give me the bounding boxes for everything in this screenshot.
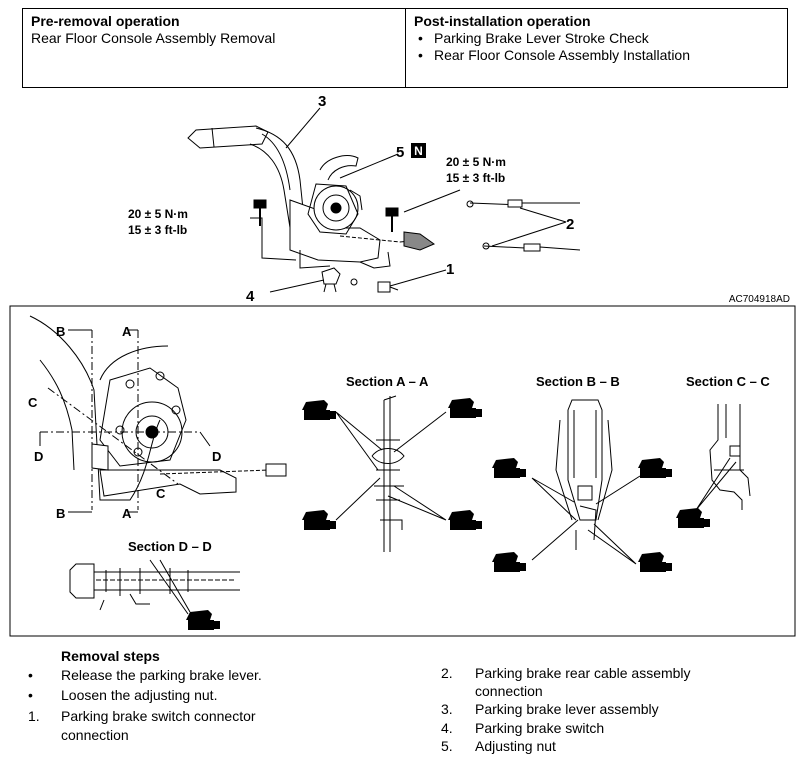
step-text: Parking brake lever assembly	[475, 701, 659, 717]
callout-1: 1	[446, 261, 454, 278]
cut-label-c-left: C	[28, 395, 38, 410]
step-text-cont: connection	[61, 727, 129, 743]
grease-icon	[638, 458, 672, 478]
figure-id: AC704918AD	[729, 294, 790, 305]
step-marker: 4.	[441, 720, 453, 736]
torque-right-ftlb: 15 ± 3 ft-lb	[446, 171, 505, 185]
grease-icon	[448, 510, 482, 530]
cut-label-c-right: C	[156, 486, 166, 501]
post-installation-title: Post-installation operation	[414, 13, 591, 29]
post-item: Parking Brake Lever Stroke Check	[418, 30, 779, 47]
callout-4: 4	[246, 288, 255, 305]
pre-removal-text: Rear Floor Console Assembly Removal	[31, 30, 276, 46]
cut-view	[29, 315, 287, 513]
step-text: Loosen the adjusting nut.	[61, 687, 218, 703]
cut-label-a-top: A	[122, 324, 132, 339]
section-bb-title: Section B – B	[536, 374, 620, 389]
section-cc-title: Section C – C	[686, 374, 770, 389]
step-marker: 3.	[441, 701, 453, 717]
pre-removal-cell: Pre-removal operation Rear Floor Console…	[23, 9, 406, 87]
callout-5: 5	[396, 144, 404, 161]
step-marker: 2.	[441, 665, 453, 681]
section-aa	[335, 395, 447, 552]
n-badge: N	[414, 144, 423, 158]
cut-label-a-bottom: A	[122, 506, 132, 521]
torque-left-nm: 20 ± 5 N·m	[128, 207, 188, 221]
grease-icon	[492, 458, 526, 478]
detail-frame	[9, 305, 796, 637]
callout-2: 2	[566, 216, 574, 233]
step-marker: 5.	[441, 738, 453, 754]
step-marker: 1.	[28, 708, 40, 724]
post-installation-cell: Post-installation operation Parking Brak…	[406, 9, 787, 87]
n-badge-box	[411, 143, 426, 158]
step-marker: •	[28, 687, 33, 703]
grease-icon	[186, 610, 220, 630]
cut-label-b-top: B	[56, 324, 65, 339]
section-bb	[531, 399, 641, 565]
grease-icon	[492, 552, 526, 572]
cut-label-d-right: D	[212, 449, 221, 464]
cut-label-b-bottom: B	[56, 506, 65, 521]
section-aa-title: Section A – A	[346, 374, 429, 389]
step-text: Parking brake switch connector	[61, 708, 256, 724]
post-item: Rear Floor Console Assembly Installation	[418, 47, 779, 64]
grease-icon	[638, 552, 672, 572]
step-text-cont: connection	[475, 683, 543, 699]
callout-3: 3	[318, 93, 326, 110]
removal-heading: Removal steps	[61, 648, 160, 664]
grease-icon	[302, 510, 336, 530]
exploded-view	[187, 107, 581, 293]
section-dd-title: Section D – D	[128, 539, 212, 554]
grease-icon	[676, 508, 710, 528]
post-installation-list: Parking Brake Lever Stroke Check Rear Fl…	[414, 30, 779, 64]
grease-icon	[448, 398, 482, 418]
section-cc	[695, 404, 751, 511]
torque-right-nm: 20 ± 5 N·m	[446, 155, 506, 169]
step-text: Parking brake switch	[475, 720, 605, 736]
pre-removal-title: Pre-removal operation	[31, 13, 180, 29]
operation-table: Pre-removal operation Rear Floor Console…	[22, 8, 788, 88]
step-text: Adjusting nut	[475, 738, 556, 754]
step-marker: •	[28, 667, 33, 683]
grease-icon	[302, 400, 336, 420]
cut-label-d-left: D	[34, 449, 43, 464]
step-text: Parking brake rear cable assembly	[475, 665, 691, 681]
step-text: Release the parking brake lever.	[61, 667, 262, 683]
parking-brake-diagram: 3 5 N 2 1 4 20 ± 5 N·m 15 ± 3 ft-lb 20 ±…	[9, 93, 796, 637]
torque-left-ftlb: 15 ± 3 ft-lb	[128, 223, 187, 237]
section-dd	[69, 559, 240, 615]
